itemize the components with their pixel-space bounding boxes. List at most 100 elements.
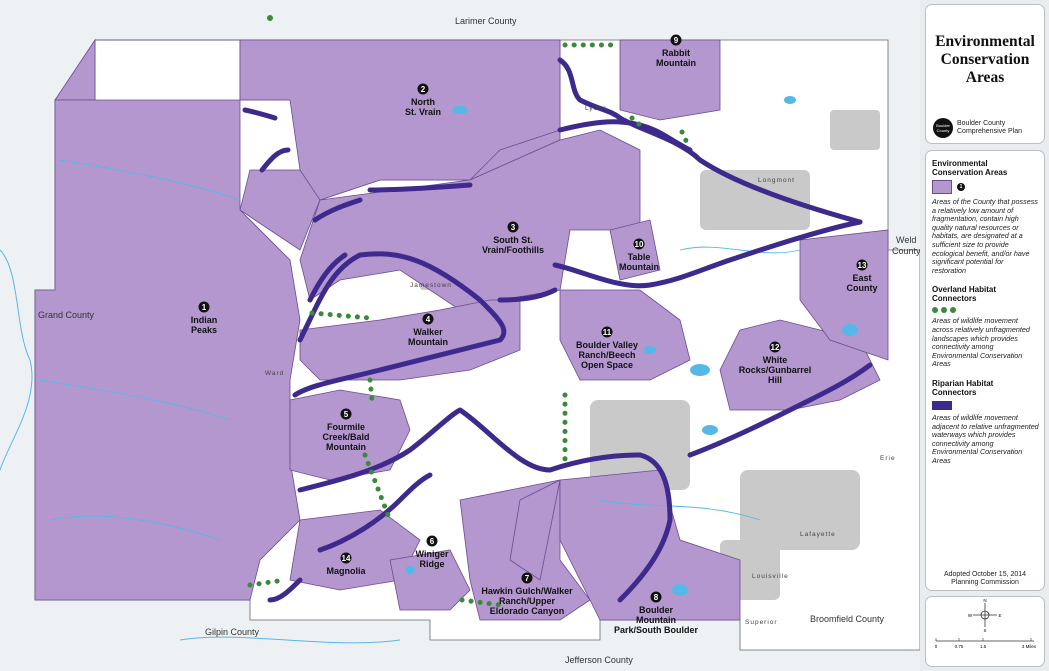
area-name-line: Indian	[191, 315, 218, 325]
county-label-north: Larimer County	[455, 16, 517, 26]
area-name-line: Eldorado Canyon	[490, 606, 565, 616]
area-number-badge	[198, 301, 210, 313]
area-number-badge	[340, 408, 352, 420]
area-number: 9	[674, 36, 679, 45]
area-name-line: Vrain/Foothills	[482, 245, 544, 255]
area-name-line: Mountain	[619, 262, 659, 272]
outside-river	[179, 636, 401, 644]
area-rabbit-mountain	[619, 39, 721, 121]
area-number-badge	[650, 591, 662, 603]
area-number-badge	[670, 34, 682, 46]
legend-overland: Overland Habitat Connectors Areas of wil…	[932, 285, 1039, 369]
legend-riparian-heading: Riparian Habitat Connectors	[932, 378, 994, 397]
eca-number-bullet: 1	[957, 183, 965, 191]
legend-eca-heading: Environmental Conservation Areas	[932, 159, 1008, 177]
urban-areas	[420, 110, 880, 600]
area-number-badge	[856, 259, 868, 271]
area-name-line: North	[411, 97, 435, 107]
svg-text:S: S	[983, 628, 986, 633]
scale-tick-label: 3 Miles	[1022, 644, 1037, 649]
area-name-line: Open Space	[581, 360, 633, 370]
legend-eca: Environmental Conservation Areas 1 Areas…	[932, 159, 1039, 275]
area-name-line: Mountain	[408, 337, 448, 347]
area-number: 2	[421, 85, 426, 94]
area-number: 7	[525, 574, 530, 583]
svg-text:N: N	[983, 598, 986, 603]
area-fourmile	[289, 389, 411, 481]
area-number-badge	[426, 535, 438, 547]
area-number: 11	[603, 328, 612, 337]
legend-eca-description: Areas of the County that possess a relat…	[932, 197, 1038, 275]
scale-box: N S E W 0 0.75 1.5 3 Miles	[925, 596, 1045, 667]
town-label: Jamestown	[410, 282, 452, 289]
area-number-badge	[422, 313, 434, 325]
water-bodies	[405, 96, 858, 596]
area-number-badge	[417, 83, 429, 95]
area-name-line: Creek/Bald	[322, 432, 369, 442]
svg-text:W: W	[968, 613, 973, 618]
town-label: Lyons	[585, 105, 607, 112]
area-indian-peaks	[34, 99, 301, 601]
area-number: 10	[635, 240, 644, 249]
area-number: 12	[771, 343, 780, 352]
area-number: 3	[511, 223, 516, 232]
area-number-badge	[633, 238, 645, 250]
scale-bar: 0 0.75 1.5 3 Miles	[935, 638, 1037, 649]
map-area[interactable]: Larimer County Grand County Jefferson Co…	[0, 0, 920, 671]
title-box: Environmental Conservation Areas Boulder…	[925, 4, 1045, 144]
town-label: Louisville	[752, 573, 789, 580]
town-label: Superior	[745, 619, 778, 626]
area-name-line: Ranch/Upper	[499, 596, 556, 606]
area-number: 13	[858, 261, 867, 270]
area-name-line: East	[852, 273, 871, 283]
scale-tick-label: 0.75	[955, 644, 964, 649]
county-label-southwest: Gilpin County	[205, 627, 260, 637]
area-name-line: Rabbit	[662, 48, 690, 58]
area-name-line: Boulder	[639, 605, 673, 615]
area-number-badge	[769, 341, 781, 353]
county-label-east: County	[892, 246, 920, 256]
area-name-line: Peaks	[191, 325, 217, 335]
legend-riparian: Riparian Habitat Connectors Areas of wil…	[932, 379, 1039, 466]
map-title: Environmental Conservation Areas	[935, 33, 1035, 86]
area-name-line: St. Vrain	[405, 107, 441, 117]
scale-tick-label: 0	[935, 644, 938, 649]
county-label-south: Jefferson County	[565, 655, 633, 665]
area-number: 8	[654, 593, 659, 602]
scale-tick-label: 1.5	[980, 644, 987, 649]
town-label: Erie	[880, 455, 896, 462]
county-label-west: Grand County	[38, 310, 95, 320]
area-name-line: Walker	[413, 327, 443, 337]
county-map: Larimer County Grand County Jefferson Co…	[0, 15, 920, 665]
area-number: 5	[344, 410, 349, 419]
area-name-line: Ridge	[419, 559, 444, 569]
area-name-line: Winiger	[416, 549, 449, 559]
area-name-line: Rocks/Gunbarrel	[739, 365, 812, 375]
area-name-line: County	[847, 283, 878, 293]
compass-rose-icon: N S E W	[968, 598, 1002, 633]
legend-overland-description: Areas of wildlife movement across relati…	[932, 316, 1030, 369]
area-number-badge	[521, 572, 533, 584]
area-name-line: White	[763, 355, 788, 365]
area-boulder-valley	[559, 289, 691, 381]
area-name-line: Mountain	[636, 615, 676, 625]
area-number-badge	[507, 221, 519, 233]
conservation-areas[interactable]	[34, 38, 889, 621]
area-north-st-vrain	[239, 39, 561, 201]
town-label: Ward	[265, 370, 284, 377]
area-number: 1	[202, 303, 207, 312]
area-number: 6	[430, 537, 435, 546]
